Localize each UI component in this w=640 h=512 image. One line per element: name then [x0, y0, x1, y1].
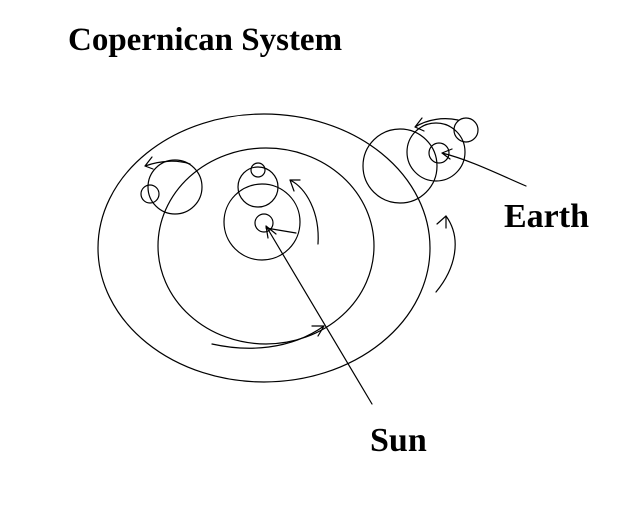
earth-label: Earth	[504, 198, 589, 235]
outer-orbit	[97, 113, 431, 383]
sun-deferent-circle	[223, 183, 301, 261]
earth-pointer-line	[441, 148, 527, 187]
earth-top-arrow	[414, 117, 459, 132]
sun-label: Sun	[370, 422, 427, 459]
right-orbit-arrow	[435, 215, 456, 293]
sun-pointer-line	[265, 225, 373, 405]
left-planet	[140, 184, 160, 204]
small-planet-top	[250, 162, 266, 178]
small-epicycle-top	[237, 166, 279, 208]
sun-circle	[254, 213, 274, 233]
earth-large-epicycle	[362, 128, 438, 204]
bottom-orbit-arrow	[211, 325, 325, 349]
left-arrow	[144, 156, 191, 170]
inner-orbit	[157, 147, 375, 345]
diagram-title: Copernican System	[68, 22, 343, 58]
inner-orbit-arrow	[289, 179, 319, 245]
sun-radius-line	[265, 227, 297, 234]
earth-circle	[428, 142, 450, 164]
earth-epicycle	[406, 122, 466, 182]
left-epicycle	[147, 159, 203, 215]
moon-circle	[453, 117, 479, 143]
